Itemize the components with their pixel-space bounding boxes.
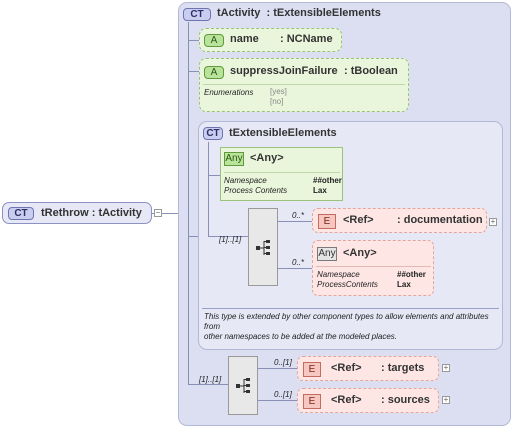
seq2-branch-targets bbox=[258, 368, 297, 369]
any-label: <Any> bbox=[343, 247, 377, 259]
namespace-value: ##other bbox=[313, 176, 342, 185]
complex-type-icon: CT bbox=[183, 8, 211, 21]
inner-branch-any bbox=[208, 175, 220, 176]
branch-suppress bbox=[188, 71, 199, 72]
attribute-label: name bbox=[230, 33, 259, 45]
element-name: : documentation bbox=[397, 214, 483, 226]
attribute-name[interactable]: A name : NCName bbox=[199, 28, 342, 52]
inner-trunk bbox=[208, 142, 209, 237]
enum-value: [yes] bbox=[270, 87, 287, 96]
element-icon: E bbox=[303, 394, 321, 409]
element-documentation[interactable]: E <Ref> : documentation bbox=[312, 208, 487, 233]
any-wildcard-2[interactable]: Any <Any> Namespace ##other ProcessConte… bbox=[312, 240, 434, 296]
expand-icon[interactable]: + bbox=[442, 395, 450, 404]
root-label: tRethrow : tActivity bbox=[41, 207, 142, 219]
documentation-cardinality: 0..* bbox=[292, 211, 305, 220]
element-icon: E bbox=[303, 362, 321, 377]
any-wildcard[interactable]: Any <Any> Namespace ##other Process Cont… bbox=[220, 147, 343, 201]
complex-type-icon: CT bbox=[203, 127, 223, 140]
tree-trunk bbox=[188, 22, 189, 384]
any-cardinality: 0..* bbox=[292, 258, 305, 267]
divider bbox=[316, 266, 431, 267]
process-contents-value: Lax bbox=[313, 186, 327, 195]
attribute-suppressjoinfailure[interactable]: A suppressJoinFailure : tBoolean Enumera… bbox=[199, 58, 409, 112]
process-contents-label: ProcessContents bbox=[317, 280, 378, 289]
sequence-icon bbox=[236, 378, 250, 393]
expand-icon[interactable]: + bbox=[489, 217, 497, 226]
root-connector-2 bbox=[164, 213, 178, 214]
divider bbox=[202, 308, 499, 309]
branch-seq2 bbox=[188, 384, 228, 385]
attribute-type: : NCName bbox=[280, 33, 333, 45]
namespace-value: ##other bbox=[397, 270, 426, 279]
element-icon: E bbox=[318, 214, 336, 229]
targets-cardinality: 0..[1] bbox=[274, 358, 292, 367]
enum-value: [no] bbox=[270, 97, 284, 106]
expand-icon[interactable]: + bbox=[442, 363, 450, 372]
any-icon: Any bbox=[317, 247, 337, 261]
element-ref: <Ref> bbox=[331, 362, 362, 374]
process-contents-label: Process Contents bbox=[224, 186, 288, 195]
divider bbox=[224, 172, 340, 173]
element-ref: <Ref> bbox=[343, 214, 374, 226]
type-description: This type is extended by other component… bbox=[204, 312, 489, 341]
element-name: : targets bbox=[381, 362, 425, 374]
divider bbox=[203, 84, 405, 85]
attribute-icon: A bbox=[204, 34, 224, 47]
element-targets[interactable]: E <Ref> : targets bbox=[297, 356, 439, 381]
process-contents-value: Lax bbox=[397, 280, 411, 289]
attribute-icon: A bbox=[204, 66, 224, 79]
sequence-icon bbox=[256, 240, 270, 255]
inner-branch-seq bbox=[208, 236, 248, 237]
collapse-icon[interactable]: − bbox=[154, 208, 162, 217]
branch-name bbox=[188, 40, 199, 41]
textensibleelements-title: tExtensibleElements bbox=[229, 127, 337, 139]
complex-type-icon: CT bbox=[8, 207, 34, 220]
element-sources[interactable]: E <Ref> : sources bbox=[297, 388, 439, 413]
sequence-node[interactable] bbox=[248, 208, 278, 286]
sequence-cardinality: [1]..[1] bbox=[219, 235, 242, 244]
attribute-label: suppressJoinFailure bbox=[230, 65, 338, 77]
any-label: <Any> bbox=[250, 152, 284, 164]
tactivity-title: tActivity : tExtensibleElements bbox=[217, 7, 381, 19]
seq2-branch-sources bbox=[258, 400, 297, 401]
sequence-node[interactable] bbox=[228, 356, 258, 415]
any-icon: Any bbox=[224, 152, 244, 166]
seq-branch-doc bbox=[278, 221, 312, 222]
enumerations-label: Enumerations bbox=[204, 88, 254, 97]
root-node[interactable]: CT tRethrow : tActivity bbox=[2, 202, 152, 224]
sequence-cardinality: [1]..[1] bbox=[199, 375, 222, 384]
namespace-label: Namespace bbox=[224, 176, 267, 185]
element-ref: <Ref> bbox=[331, 394, 362, 406]
attribute-type: : tBoolean bbox=[344, 65, 398, 77]
branch-ext bbox=[188, 236, 198, 237]
element-name: : sources bbox=[381, 394, 430, 406]
seq-branch-any bbox=[278, 268, 312, 269]
namespace-label: Namespace bbox=[317, 270, 360, 279]
sources-cardinality: 0..[1] bbox=[274, 390, 292, 399]
